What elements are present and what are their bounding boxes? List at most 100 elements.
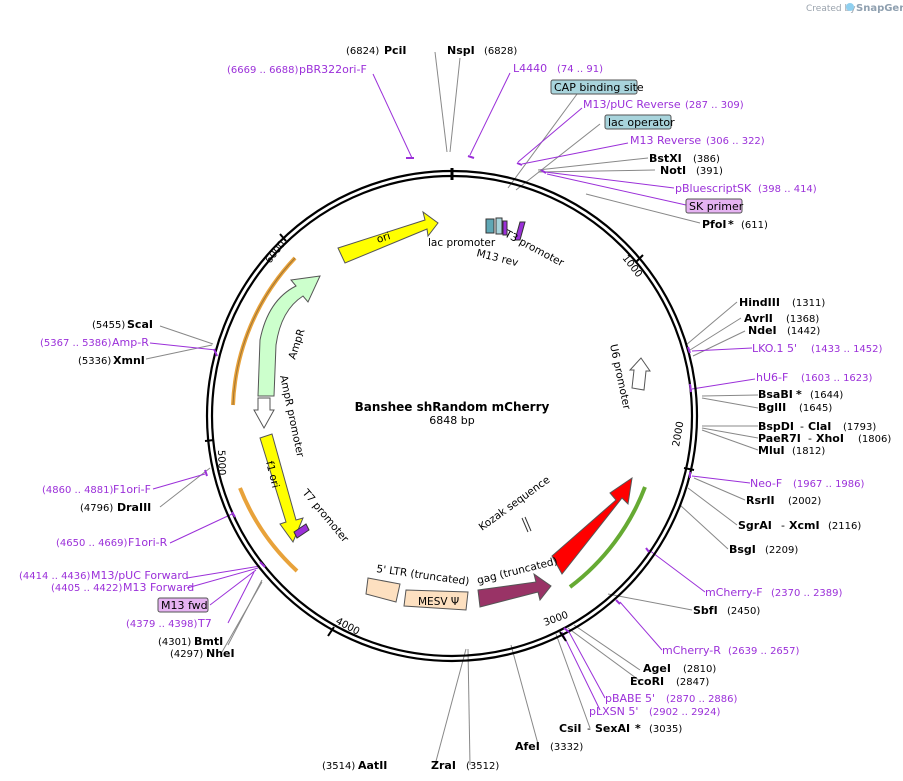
- csii-pos: (3035): [649, 724, 682, 735]
- xhoi-name[interactable]: XhoI: [816, 432, 844, 445]
- bspdi-name[interactable]: BspDI: [758, 420, 794, 433]
- ampr-promoter-label: AmpR promoter: [277, 374, 306, 459]
- f1ori-r-name[interactable]: F1ori-R: [128, 536, 168, 549]
- ndei-name[interactable]: NdeI: [748, 324, 777, 337]
- pbr322-pos: (6669 .. 6688): [227, 65, 299, 76]
- pbabe-pos: (2870 .. 2886): [666, 694, 738, 705]
- mlui-name[interactable]: MluI: [758, 444, 785, 457]
- pcii-pos: (6824): [346, 46, 379, 57]
- plasmid-size: 6848 bp: [429, 414, 474, 427]
- t7-name[interactable]: T7: [197, 617, 212, 630]
- m13-reverse-name[interactable]: M13 Reverse: [630, 134, 701, 147]
- paer7i-sep: -: [808, 432, 812, 445]
- xmni-name[interactable]: XmnI: [113, 354, 145, 367]
- lko1-pos: (1433 .. 1452): [811, 344, 883, 355]
- ruler-label-4000: 4000: [334, 616, 362, 638]
- sexai-name[interactable]: SexAI: [595, 722, 630, 735]
- ampr-promoter-arrow: [253, 397, 275, 430]
- f1ori-f-name[interactable]: F1ori-F: [113, 483, 151, 496]
- ruler-ticks: [204, 233, 695, 642]
- cap-site-glyph: [485, 218, 495, 234]
- pbabe-name[interactable]: pBABE 5': [605, 692, 655, 705]
- m13-rev-glyph: [502, 220, 508, 236]
- afei-name[interactable]: AfeI: [515, 740, 540, 753]
- sbfi-name[interactable]: SbfI: [693, 604, 718, 617]
- aatii-name[interactable]: AatII: [358, 759, 387, 772]
- l4440-name[interactable]: L4440: [513, 62, 547, 75]
- nhei-pos: (4297): [170, 649, 203, 660]
- amp-r-name[interactable]: Amp-R: [112, 336, 149, 349]
- bglii-name[interactable]: BglII: [758, 401, 786, 414]
- lac-promoter-label: lac promoter: [428, 237, 496, 249]
- plxsn-name[interactable]: pLXSN 5': [589, 705, 638, 718]
- bsgi-name[interactable]: BsgI: [729, 543, 756, 556]
- zrai-name[interactable]: ZraI: [431, 759, 456, 772]
- bstxi-name[interactable]: BstXI: [649, 152, 682, 165]
- m13-forward-name[interactable]: M13 Forward: [123, 581, 194, 594]
- sgrai-name[interactable]: SgrAI: [738, 519, 772, 532]
- pfoi-star: *: [728, 218, 734, 231]
- mcherry-r-pos: (2639 .. 2657): [728, 646, 800, 657]
- bsabi-name[interactable]: BsaBI: [758, 388, 793, 401]
- rsrii-name[interactable]: RsrII: [746, 494, 775, 507]
- paer7i-pos: (1806): [858, 434, 891, 445]
- nspi-name[interactable]: NspI: [447, 44, 475, 57]
- primer-marks: [204, 155, 692, 633]
- hu6-name[interactable]: hU6-F: [756, 371, 788, 384]
- agei-name[interactable]: AgeI: [643, 662, 671, 675]
- scai-name[interactable]: ScaI: [127, 318, 153, 331]
- m13-reverse-pos: (306 .. 322): [706, 136, 765, 147]
- bsabi-star: *: [796, 388, 802, 401]
- pfoi-name[interactable]: PfoI: [702, 218, 727, 231]
- ruler-label-3000: 3000: [542, 610, 570, 629]
- xcmi-name[interactable]: XcmI: [789, 519, 820, 532]
- m13puc-rev-name[interactable]: M13/pUC Reverse: [583, 98, 681, 111]
- noti-name[interactable]: NotI: [660, 164, 686, 177]
- m13-rev-label: M13 rev: [475, 247, 519, 269]
- csii-sep: -: [587, 722, 591, 735]
- paer7i-name[interactable]: PaeR7I: [758, 432, 801, 445]
- lac-operator-text: lac operator: [608, 116, 675, 129]
- kozak-label: Kozak sequence: [477, 474, 553, 534]
- avrii-name[interactable]: AvrII: [744, 312, 773, 325]
- pbluescript-name[interactable]: pBluescriptSK: [675, 182, 752, 195]
- nhei-name[interactable]: NheI: [206, 647, 235, 660]
- hindiii-pos: (1311): [792, 298, 825, 309]
- bmti-name[interactable]: BmtI: [194, 635, 223, 648]
- m13puc-fwd-pos: (4414 .. 4436): [19, 571, 91, 582]
- hindiii-name[interactable]: HindIII: [739, 296, 780, 309]
- bspdi-sep: -: [800, 420, 804, 433]
- ltr-box: [365, 577, 401, 603]
- ori-label: ori: [375, 230, 392, 246]
- pbr322-name[interactable]: pBR322ori-F: [299, 63, 367, 76]
- scai-pos: (5455): [92, 320, 125, 331]
- lko1-name[interactable]: LKO.1 5': [752, 342, 797, 355]
- plasmid-name: Banshee shRandom mCherry: [355, 400, 550, 414]
- csii-name[interactable]: CsiI: [559, 722, 581, 735]
- ecori-pos: (2847): [676, 677, 709, 688]
- pcii-name[interactable]: PciI: [384, 44, 406, 57]
- nspi-pos: (6828): [484, 46, 517, 57]
- m13puc-fwd-name[interactable]: M13/pUC Forward: [91, 569, 189, 582]
- noti-pos: (391): [696, 166, 723, 177]
- xmni-pos: (5336): [78, 356, 111, 367]
- snapgene-logo-icon: [846, 3, 854, 11]
- mcherry-r-name[interactable]: mCherry-R: [662, 644, 721, 657]
- created-by-text: Created by: [806, 4, 856, 14]
- plxsn-pos: (2902 .. 2924): [649, 707, 721, 718]
- amp-r-pos: (5367 .. 5386): [40, 338, 112, 349]
- draiii-name[interactable]: DraIII: [117, 501, 151, 514]
- neo-name[interactable]: Neo-F: [750, 477, 782, 490]
- orange-track-left-upper-edge: [232, 257, 296, 406]
- ori-arrow: [337, 210, 439, 264]
- rsrii-pos: (2002): [788, 496, 821, 507]
- bspdi-pos: (1793): [843, 422, 876, 433]
- bstxi-pos: (386): [693, 154, 720, 165]
- ecori-name[interactable]: EcoRI: [630, 675, 664, 688]
- clai-name[interactable]: ClaI: [808, 420, 831, 433]
- t7-pos: (4379 .. 4398): [126, 619, 198, 630]
- snapgene-brand: SnapGene: [856, 3, 903, 14]
- mcherry-f-name[interactable]: mCherry-F: [705, 586, 763, 599]
- draiii-pos: (4796): [80, 503, 113, 514]
